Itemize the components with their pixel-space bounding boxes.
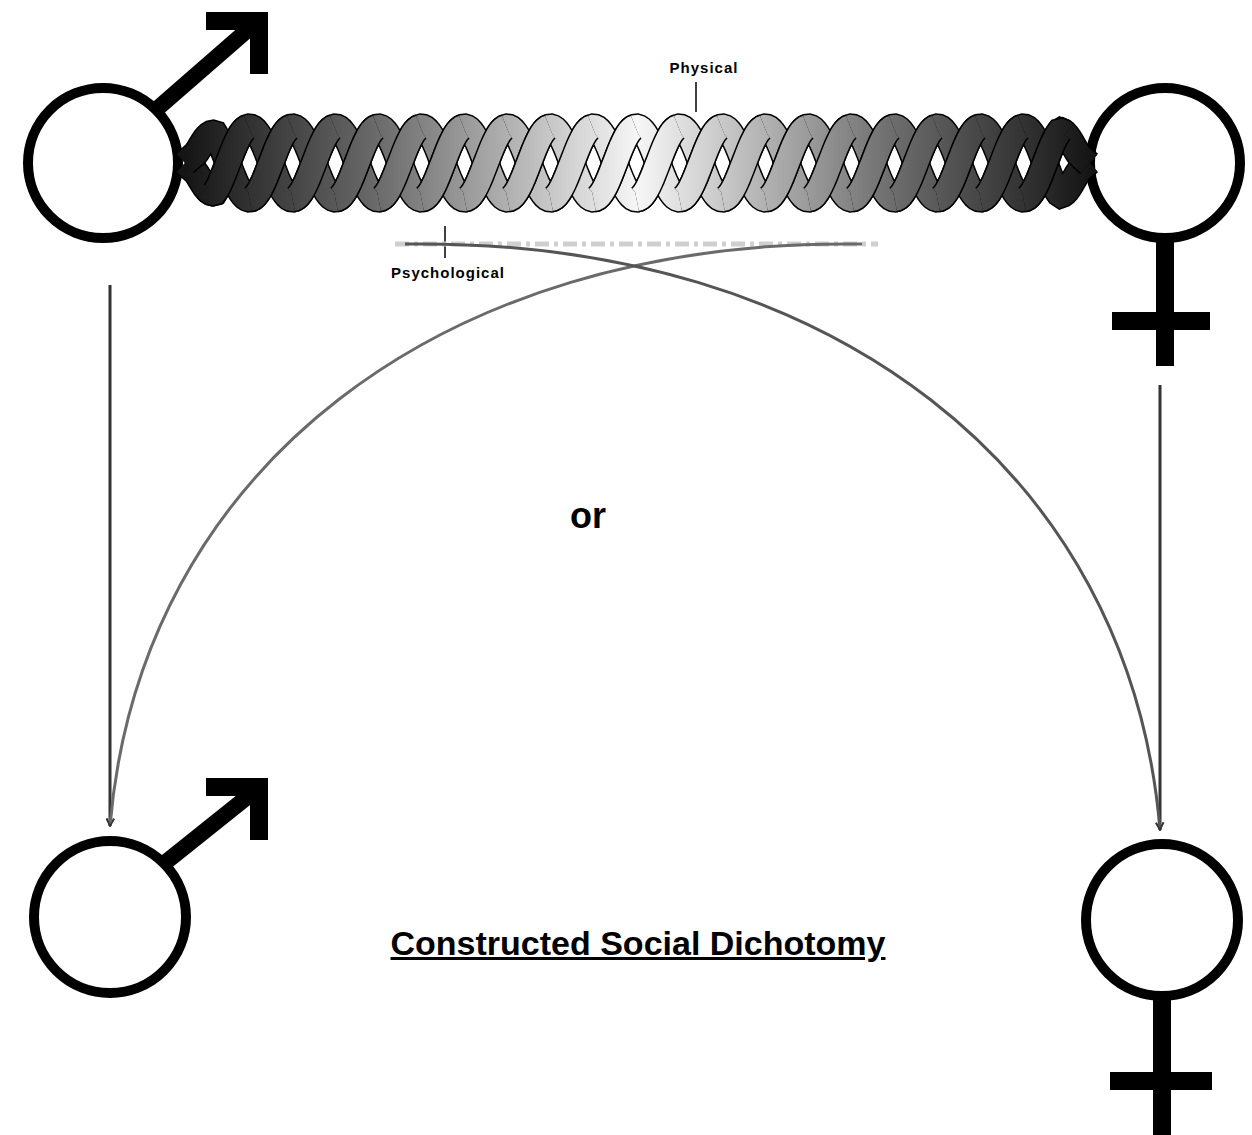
braid-outline [723, 127, 765, 199]
braid-outline [680, 127, 722, 199]
male-shaft [166, 790, 256, 862]
braid-strand [809, 127, 851, 199]
choice-label: or [570, 495, 606, 536]
braid-outline [207, 127, 249, 193]
arrow-line [109, 285, 112, 826]
male-arrowhead [206, 12, 268, 74]
female-symbol [1090, 88, 1240, 366]
braid-outline [1024, 131, 1066, 199]
male-arrowhead [206, 778, 268, 840]
braid-strand [594, 127, 636, 199]
braid-outline [766, 127, 808, 199]
female-stem [1156, 240, 1174, 366]
braid-strand [207, 127, 249, 193]
braid-strand [185, 127, 1089, 199]
braid-strand [551, 127, 593, 199]
braid [185, 127, 1089, 199]
braid-outline [895, 127, 937, 199]
braid-outline [852, 127, 894, 199]
female-circle [1090, 88, 1240, 238]
braid-strand [293, 127, 335, 199]
braid-strand [637, 127, 679, 199]
braid-strand [422, 127, 464, 199]
male-shaft [158, 26, 252, 108]
braid-strand [336, 127, 378, 199]
female-bar [1110, 1072, 1212, 1090]
braid-strand [379, 127, 421, 199]
braid-strand [981, 127, 1023, 199]
female-circle [1086, 844, 1238, 996]
braid-outline [422, 127, 464, 199]
braid-outline [981, 127, 1023, 199]
braid-strand [766, 127, 808, 199]
braid-outline [185, 127, 1089, 199]
braid-strand [465, 127, 507, 199]
braid-outline [293, 127, 335, 199]
braid-strand [938, 127, 980, 199]
strand-label: Psychological [391, 264, 505, 281]
male-symbol [34, 778, 268, 993]
braid-strand [895, 127, 937, 199]
braid-strand [723, 127, 765, 199]
braid-strand [250, 127, 292, 199]
braid-strand [1024, 131, 1066, 199]
braid-outline [185, 127, 1089, 199]
braid-strand [185, 127, 1089, 199]
female-symbol [1086, 844, 1238, 1135]
arrow-curve [405, 244, 1160, 830]
braid-outline [336, 127, 378, 199]
braid-outline [465, 127, 507, 199]
arrow-curve [110, 244, 862, 826]
strand-label: Physical [670, 59, 739, 76]
braid-outline [809, 127, 851, 199]
braid-outline [551, 127, 593, 199]
male-circle [28, 88, 178, 238]
male-circle [34, 841, 186, 993]
braid-strand [680, 127, 722, 199]
female-bar [1112, 312, 1210, 330]
braid-outline [938, 127, 980, 199]
braid-outline [594, 127, 636, 199]
male-symbol [28, 12, 268, 238]
braid-outline [508, 127, 550, 199]
braid-strand [508, 127, 550, 199]
braid-outline [379, 127, 421, 199]
braid-strand [852, 127, 894, 199]
heading-label: Constructed Social Dichotomy [391, 924, 886, 963]
leader-line [695, 82, 697, 112]
arrow-line [1159, 385, 1162, 830]
braid-outline [250, 127, 292, 199]
braid-outline [637, 127, 679, 199]
female-stem [1153, 998, 1171, 1135]
